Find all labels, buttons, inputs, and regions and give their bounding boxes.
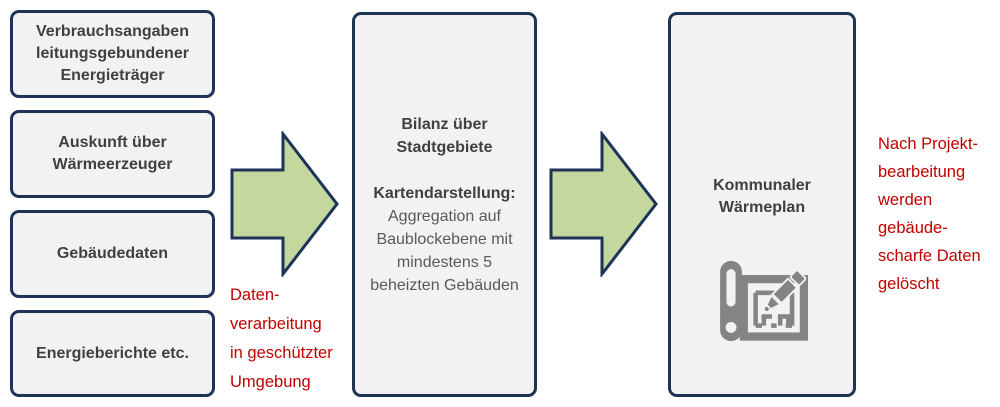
source-box-label: Verbrauchsangaben leitungsgebundener Ene… bbox=[36, 23, 189, 84]
flow-arrow-right-icon bbox=[549, 131, 658, 277]
result-title: Kommunaler Wärmeplan bbox=[713, 177, 811, 216]
source-box-label: Energieberichte etc. bbox=[36, 344, 189, 362]
process-title: Bilanz über Stadtgebiete bbox=[396, 115, 493, 156]
process-box-content: Bilanz über Stadtgebiete Kartendarstellu… bbox=[364, 15, 525, 394]
source-box-energy-reports: Energieberichte etc. bbox=[10, 310, 215, 397]
source-box-label: Gebäudedaten bbox=[56, 245, 169, 262]
spacer bbox=[364, 159, 525, 182]
source-box-building-data: Gebäudedaten bbox=[10, 210, 215, 298]
note-data-deletion: Nach Projekt- bearbeitung werden gebäude… bbox=[878, 135, 981, 293]
source-box-label: Auskunft über Wärmeerzeuger bbox=[52, 134, 173, 173]
blueprint-pencil-icon bbox=[720, 260, 808, 342]
source-box-heat-generators: Auskunft über Wärmeerzeuger bbox=[10, 110, 215, 198]
scroll-slot-shape bbox=[726, 269, 736, 307]
source-box-consumption: Verbrauchsangaben leitungsgebundener Ene… bbox=[10, 10, 215, 98]
flow-arrow-right-icon bbox=[230, 131, 339, 277]
process-description: Aggregation auf Baublockebene mit mindes… bbox=[370, 207, 519, 294]
scroll-dot-shape bbox=[725, 321, 737, 333]
result-box-content: Kommunaler Wärmeplan bbox=[671, 15, 853, 347]
process-subtitle: Kartendarstellung: bbox=[373, 184, 516, 202]
note-protected-environment: Daten- verarbeitung in geschützter Umgeb… bbox=[230, 286, 333, 391]
plan-frame-shape bbox=[739, 275, 808, 341]
pencil-shape bbox=[760, 269, 807, 315]
result-box-heat-plan: Kommunaler Wärmeplan bbox=[668, 12, 856, 397]
flow-arrow-shape bbox=[230, 131, 339, 277]
process-box-city-balance: Bilanz über Stadtgebiete Kartendarstellu… bbox=[352, 12, 537, 397]
flow-arrow-shape bbox=[549, 131, 658, 277]
